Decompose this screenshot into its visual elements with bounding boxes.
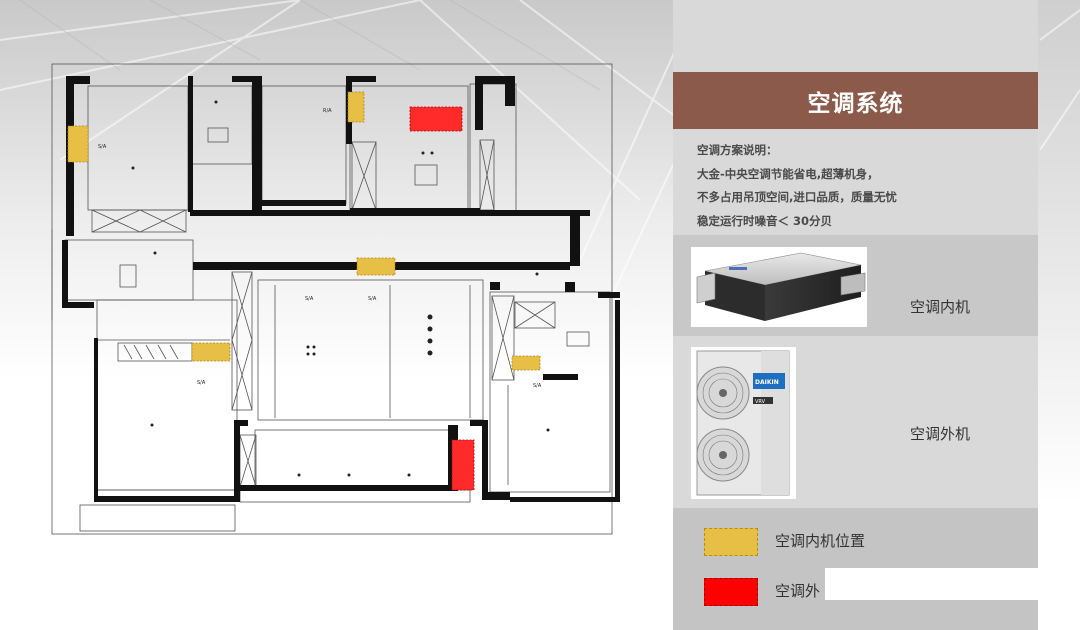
legend-indoor-label: 空调内机位置 xyxy=(775,532,866,550)
outdoor-badge-text: VRV xyxy=(755,399,766,405)
outdoor-unit-photo: DAIKIN VRV xyxy=(691,347,796,499)
svg-text:S/A: S/A xyxy=(305,296,314,302)
description: 空调方案说明： 大金-中央空调节能省电,超薄机身， 不多占用吊顶空间,进口品质，… xyxy=(697,139,1027,233)
white-overlay xyxy=(825,568,1040,600)
page-title: 空调系统 xyxy=(807,90,904,117)
svg-text:S/A: S/A xyxy=(533,383,542,389)
legend-outdoor-label: 空调外 xyxy=(775,582,821,600)
svg-text:S/A: S/A xyxy=(197,380,206,386)
indoor-unit-label: 空调内机 xyxy=(910,298,971,316)
description-line: 稳定运行时噪音＜ 30分贝 xyxy=(697,213,833,228)
outdoor-unit-icon: DAIKIN VRV xyxy=(696,350,790,496)
legend-outdoor-swatch xyxy=(704,578,758,606)
description-heading: 空调方案说明： xyxy=(697,143,778,157)
svg-text:S/A: S/A xyxy=(98,144,107,150)
svg-text:S/A: S/A xyxy=(368,296,377,302)
ducted-indoor-unit-icon xyxy=(696,252,866,321)
description-line: 大金-中央空调节能省电,超薄机身， xyxy=(697,166,879,181)
description-line: 不多占用吊顶空间,进口品质，质量无忧 xyxy=(697,190,897,204)
ducted-indoor-unit-photo xyxy=(691,247,867,327)
outdoor-brand-text: DAIKIN xyxy=(755,379,779,386)
outdoor-unit-label: 空调外机 xyxy=(910,425,971,443)
svg-text:R/A: R/A xyxy=(323,108,332,114)
title-bar: 空调系统 xyxy=(673,72,1038,129)
legend-indoor-swatch xyxy=(704,528,758,556)
